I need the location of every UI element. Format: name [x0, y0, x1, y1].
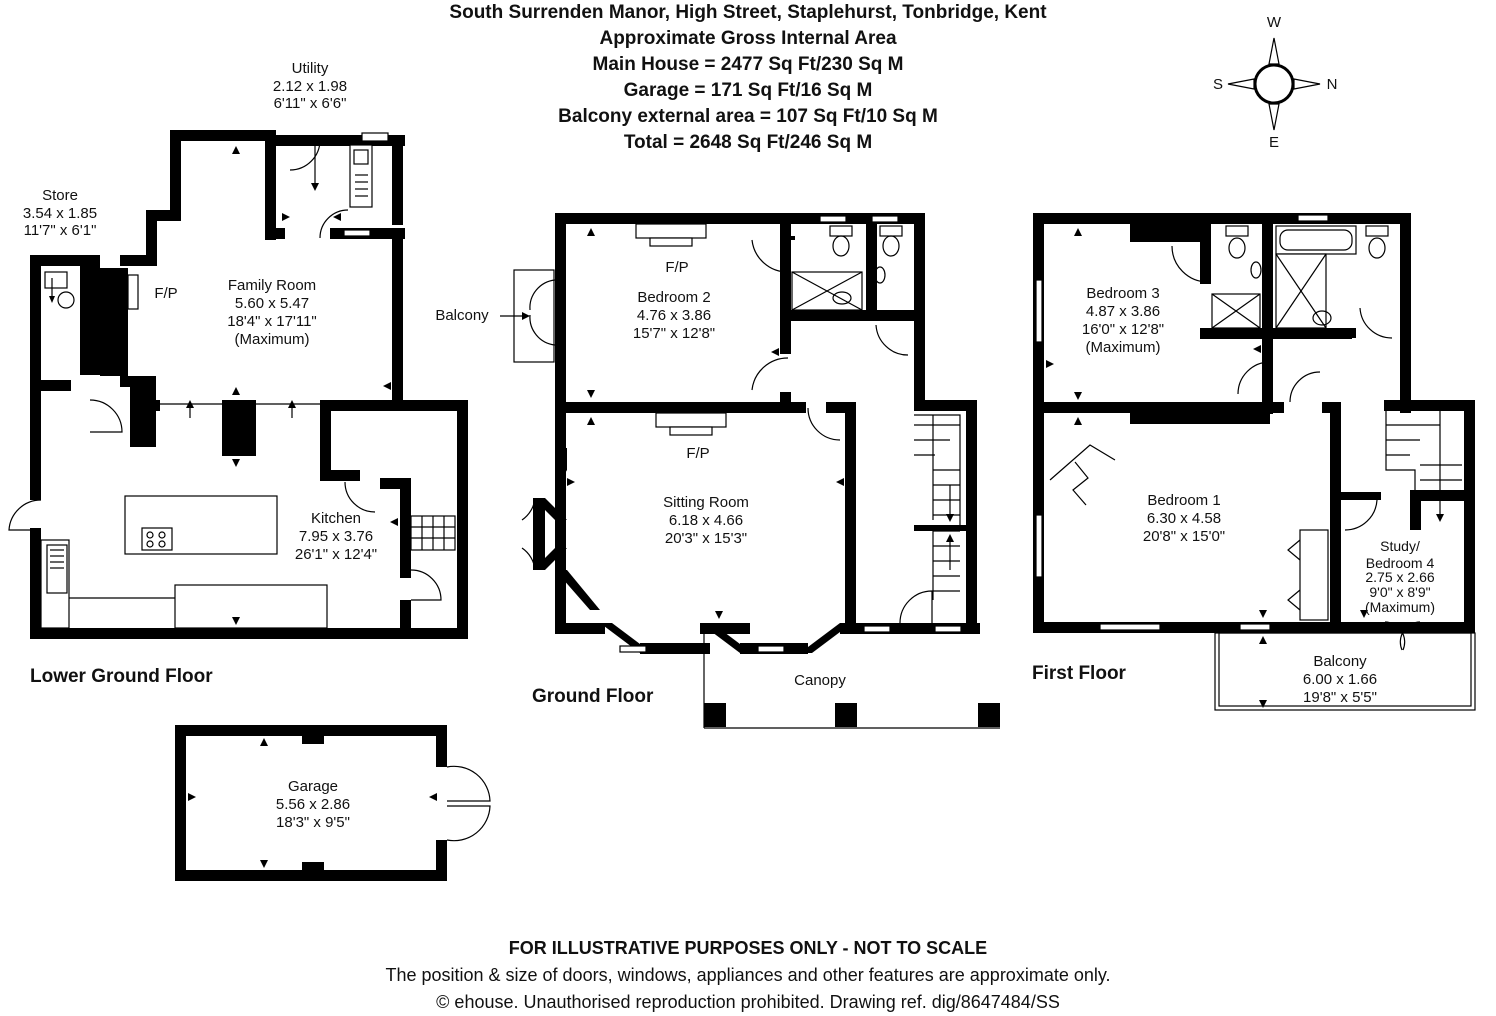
area-main-house: Main House = 2477 Sq Ft/230 Sq M	[592, 54, 904, 75]
garage	[175, 725, 491, 881]
compass-east: E	[1269, 134, 1279, 151]
kitchen-name: Kitchen	[311, 510, 361, 527]
area-total: Total = 2648 Sq Ft/246 Sq M	[623, 132, 873, 153]
bedroom2-fireplace-label: F/P	[665, 259, 688, 276]
lower-ground-floor	[8, 130, 468, 639]
compass-south: S	[1213, 76, 1223, 93]
ground-balcony-label: Balcony	[435, 307, 489, 324]
bedroom3-name: Bedroom 3	[1086, 285, 1159, 302]
area-balcony: Balcony external area = 107 Sq Ft/10 Sq …	[558, 106, 938, 127]
bedroom3-metric: 4.87 x 3.86	[1086, 303, 1160, 320]
utility-imperial: 6'11" x 6'6"	[274, 95, 347, 112]
floor-label-first: First Floor	[1032, 663, 1127, 684]
area-garage: Garage = 171 Sq Ft/16 Sq M	[623, 80, 873, 101]
bedroom2-metric: 4.76 x 3.86	[637, 307, 711, 324]
store-metric: 3.54 x 1.85	[23, 205, 97, 222]
copyright-text: © ehouse. Unauthorised reproduction proh…	[436, 992, 1060, 1012]
family-room-metric: 5.60 x 5.47	[235, 295, 309, 312]
bedroom1-imperial: 20'8" x 15'0"	[1143, 528, 1225, 545]
study-imperial: 9'0" x 8'9"	[1369, 584, 1430, 600]
utility-metric: 2.12 x 1.98	[273, 78, 347, 95]
bedroom2-name: Bedroom 2	[637, 289, 710, 306]
first-balcony-imperial: 19'8" x 5'5"	[1303, 689, 1377, 706]
disclaimer-heading: FOR ILLUSTRATIVE PURPOSES ONLY - NOT TO …	[508, 938, 988, 958]
bedroom2-imperial: 15'7" x 12'8"	[633, 325, 715, 342]
sitting-room-imperial: 20'3" x 15'3"	[665, 530, 747, 547]
compass-north: N	[1327, 76, 1338, 93]
garage-metric: 5.56 x 2.86	[276, 796, 350, 813]
bedroom3-imperial: 16'0" x 12'8"	[1082, 321, 1164, 338]
first-floor	[1033, 213, 1476, 711]
utility-name: Utility	[292, 60, 329, 77]
sitting-room-name: Sitting Room	[663, 494, 749, 511]
garage-imperial: 18'3" x 9'5"	[276, 814, 350, 831]
canopy-label: Canopy	[794, 672, 846, 689]
kitchen-imperial: 26'1" x 12'4"	[295, 546, 377, 563]
family-room-note: (Maximum)	[235, 331, 310, 348]
ground-floor	[500, 213, 1000, 729]
family-room-name: Family Room	[228, 277, 316, 294]
floor-label-ground: Ground Floor	[532, 686, 654, 707]
study-note: (Maximum)	[1365, 599, 1435, 615]
bedroom3-note: (Maximum)	[1086, 339, 1161, 356]
family-fireplace-label: F/P	[154, 285, 177, 302]
store-name: Store	[42, 187, 78, 204]
plan-subtitle: Approximate Gross Internal Area	[599, 28, 897, 49]
study-name: Study/	[1380, 538, 1420, 554]
study-metric: 2.75 x 2.66	[1365, 569, 1434, 585]
sitting-fireplace-label: F/P	[686, 445, 709, 462]
store-imperial: 11'7" x 6'1"	[24, 222, 97, 239]
family-room-imperial: 18'4" x 17'11"	[227, 313, 317, 330]
kitchen-metric: 7.95 x 3.76	[299, 528, 373, 545]
sitting-room-metric: 6.18 x 4.66	[669, 512, 743, 529]
compass-west: W	[1267, 14, 1282, 31]
disclaimer-text: The position & size of doors, windows, a…	[385, 965, 1111, 985]
garage-name: Garage	[288, 778, 338, 795]
bedroom1-name: Bedroom 1	[1147, 492, 1220, 509]
compass-icon: W S N E	[1213, 14, 1337, 151]
bedroom1-metric: 6.30 x 4.58	[1147, 510, 1221, 527]
plan-title: South Surrenden Manor, High Street, Stap…	[449, 2, 1047, 23]
floor-label-lower-ground: Lower Ground Floor	[30, 666, 213, 687]
first-balcony-metric: 6.00 x 1.66	[1303, 671, 1377, 688]
study-name-secondary: Bedroom 4	[1366, 555, 1435, 571]
first-balcony-name: Balcony	[1313, 653, 1367, 670]
